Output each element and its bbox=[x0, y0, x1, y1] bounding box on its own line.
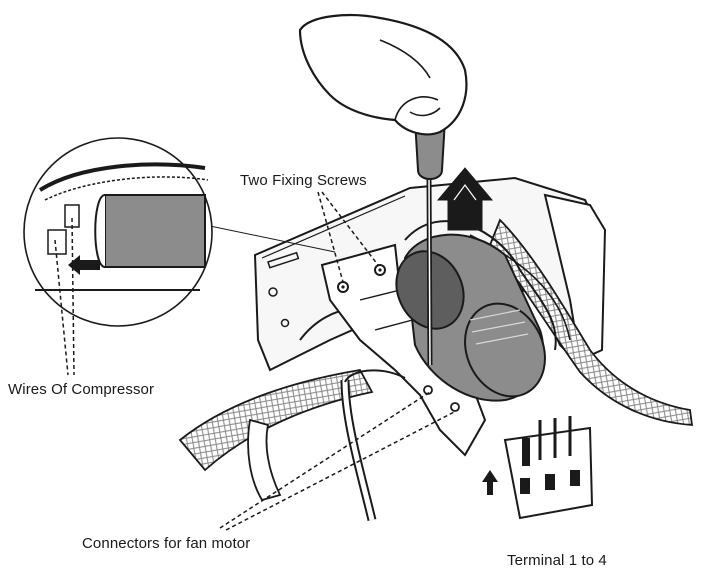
bracket-screw bbox=[450, 402, 460, 412]
magnified-inset bbox=[23, 137, 213, 327]
gloved-hand bbox=[298, 14, 468, 136]
lift-up-arrow bbox=[436, 167, 494, 231]
pipe-elbow bbox=[344, 369, 406, 383]
terminal-block bbox=[503, 416, 594, 520]
right-housing-panel bbox=[543, 193, 607, 362]
panel-edge-line bbox=[261, 195, 406, 259]
fixing-screws-label: Two Fixing Screws bbox=[240, 172, 367, 189]
inset-left-arrow bbox=[68, 255, 100, 275]
panel-hole bbox=[268, 287, 278, 297]
panel-hole bbox=[280, 318, 290, 328]
fixing-screw-left-center bbox=[341, 285, 345, 289]
refrigerant-pipe-core bbox=[342, 379, 375, 521]
wire-loop bbox=[404, 220, 557, 351]
leader-lines-screws bbox=[317, 191, 379, 283]
braided-cable-left bbox=[178, 369, 374, 472]
fixing-screw-right-center bbox=[378, 268, 382, 272]
inset-leader-line bbox=[209, 225, 336, 253]
hand-finger-lines bbox=[379, 39, 441, 121]
braided-cable-right bbox=[488, 218, 694, 426]
flat-cable-lower bbox=[247, 418, 282, 502]
panel-slot bbox=[267, 251, 300, 269]
terminal-up-arrow bbox=[482, 470, 498, 495]
lift-arrow-highlight bbox=[453, 183, 477, 201]
fan-connectors-label: Connectors for fan motor bbox=[82, 535, 251, 552]
leader-lines-connectors bbox=[219, 391, 459, 531]
compressor-wires-label: Wires Of Compressor bbox=[8, 381, 155, 398]
terminal-label: Terminal 1 to 4 bbox=[507, 552, 607, 569]
leader-lines-wires bbox=[54, 217, 75, 376]
screwdriver-shaft-shine bbox=[428, 177, 431, 366]
